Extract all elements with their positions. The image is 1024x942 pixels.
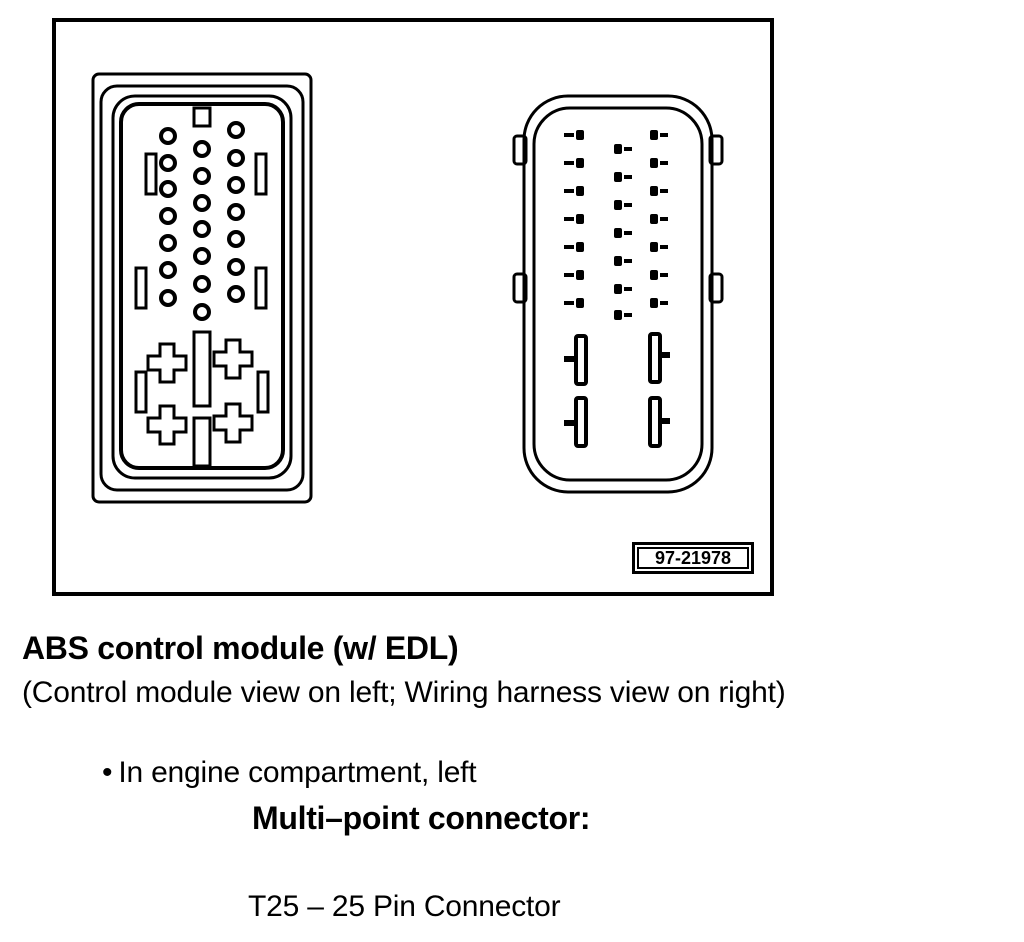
harness-pin-cavities <box>564 130 668 320</box>
caption-subtitle: (Control module view on left; Wiring har… <box>22 676 786 709</box>
connector-drawing <box>91 72 724 504</box>
figure-code-box: 97-21978 <box>632 542 754 574</box>
caption-title: ABS control module (w/ EDL) <box>22 630 459 666</box>
location-line: •In engine compartment, left <box>102 756 477 790</box>
harness-power-slots <box>574 332 662 448</box>
control-module-view <box>91 72 313 504</box>
wiring-harness-view <box>512 94 724 494</box>
location-text: In engine compartment, left <box>118 756 477 789</box>
connector-diagram: 97-21978 <box>52 18 774 596</box>
connector-heading: Multi–point connector: <box>252 800 591 836</box>
figure-code: 97-21978 <box>637 547 749 569</box>
bullet-icon: • <box>102 756 113 789</box>
connector-description: T25 – 25 Pin Connector <box>248 890 561 923</box>
